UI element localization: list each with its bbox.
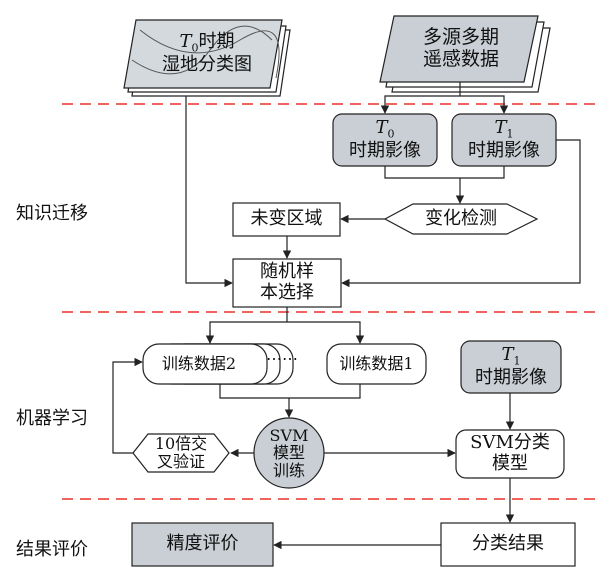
wetland-map-label: T0时期 湿地分类图 (162, 31, 252, 76)
svm-training-label: SVM 模型 训练 (269, 425, 309, 480)
train-data-1-box (326, 343, 427, 385)
multi-source-label: 多源多期 遥感数据 (422, 26, 499, 70)
change-detection-shape (383, 203, 539, 235)
t0-image-label: T0 时期影像 (349, 117, 421, 162)
wetland-map-stack (123, 19, 291, 97)
t1-image-ml-label: T1 时期影像 (475, 344, 547, 389)
random-sample-box (232, 258, 342, 308)
cross-validation-shape (132, 433, 230, 473)
unchanged-region-box (232, 202, 341, 237)
classification-result-label: 分类结果 (472, 533, 544, 555)
unchanged-region-label: 未变区域 (250, 208, 323, 230)
connectors (112, 82, 581, 550)
change-detection-label: 变化检测 (425, 207, 497, 229)
train-data-2-stack (142, 343, 294, 385)
classification-result-box (440, 522, 576, 567)
t1-image-label: T1 时期影像 (468, 117, 540, 162)
stage-machine-learning: 机器学习 (16, 408, 88, 429)
cross-validation-label: 10倍交 叉验证 (154, 433, 208, 471)
accuracy-label: 精度评价 (166, 533, 239, 555)
accuracy-box (131, 522, 274, 567)
t1-image-ml-box (460, 340, 562, 394)
stage-result-evaluation: 结果评价 (16, 539, 88, 560)
random-sample-label: 随机样 本选择 (260, 261, 314, 303)
multi-source-stack (379, 15, 551, 93)
train-data-2-label: 训练数据2 (161, 353, 237, 373)
stage-knowledge-transfer: 知识迁移 (16, 203, 88, 224)
ellipsis-label: ⋯⋯ (266, 348, 298, 368)
svm-model-label: SVM分类 模型 (470, 432, 550, 474)
train-data-1-label: 训练数据1 (339, 353, 414, 373)
